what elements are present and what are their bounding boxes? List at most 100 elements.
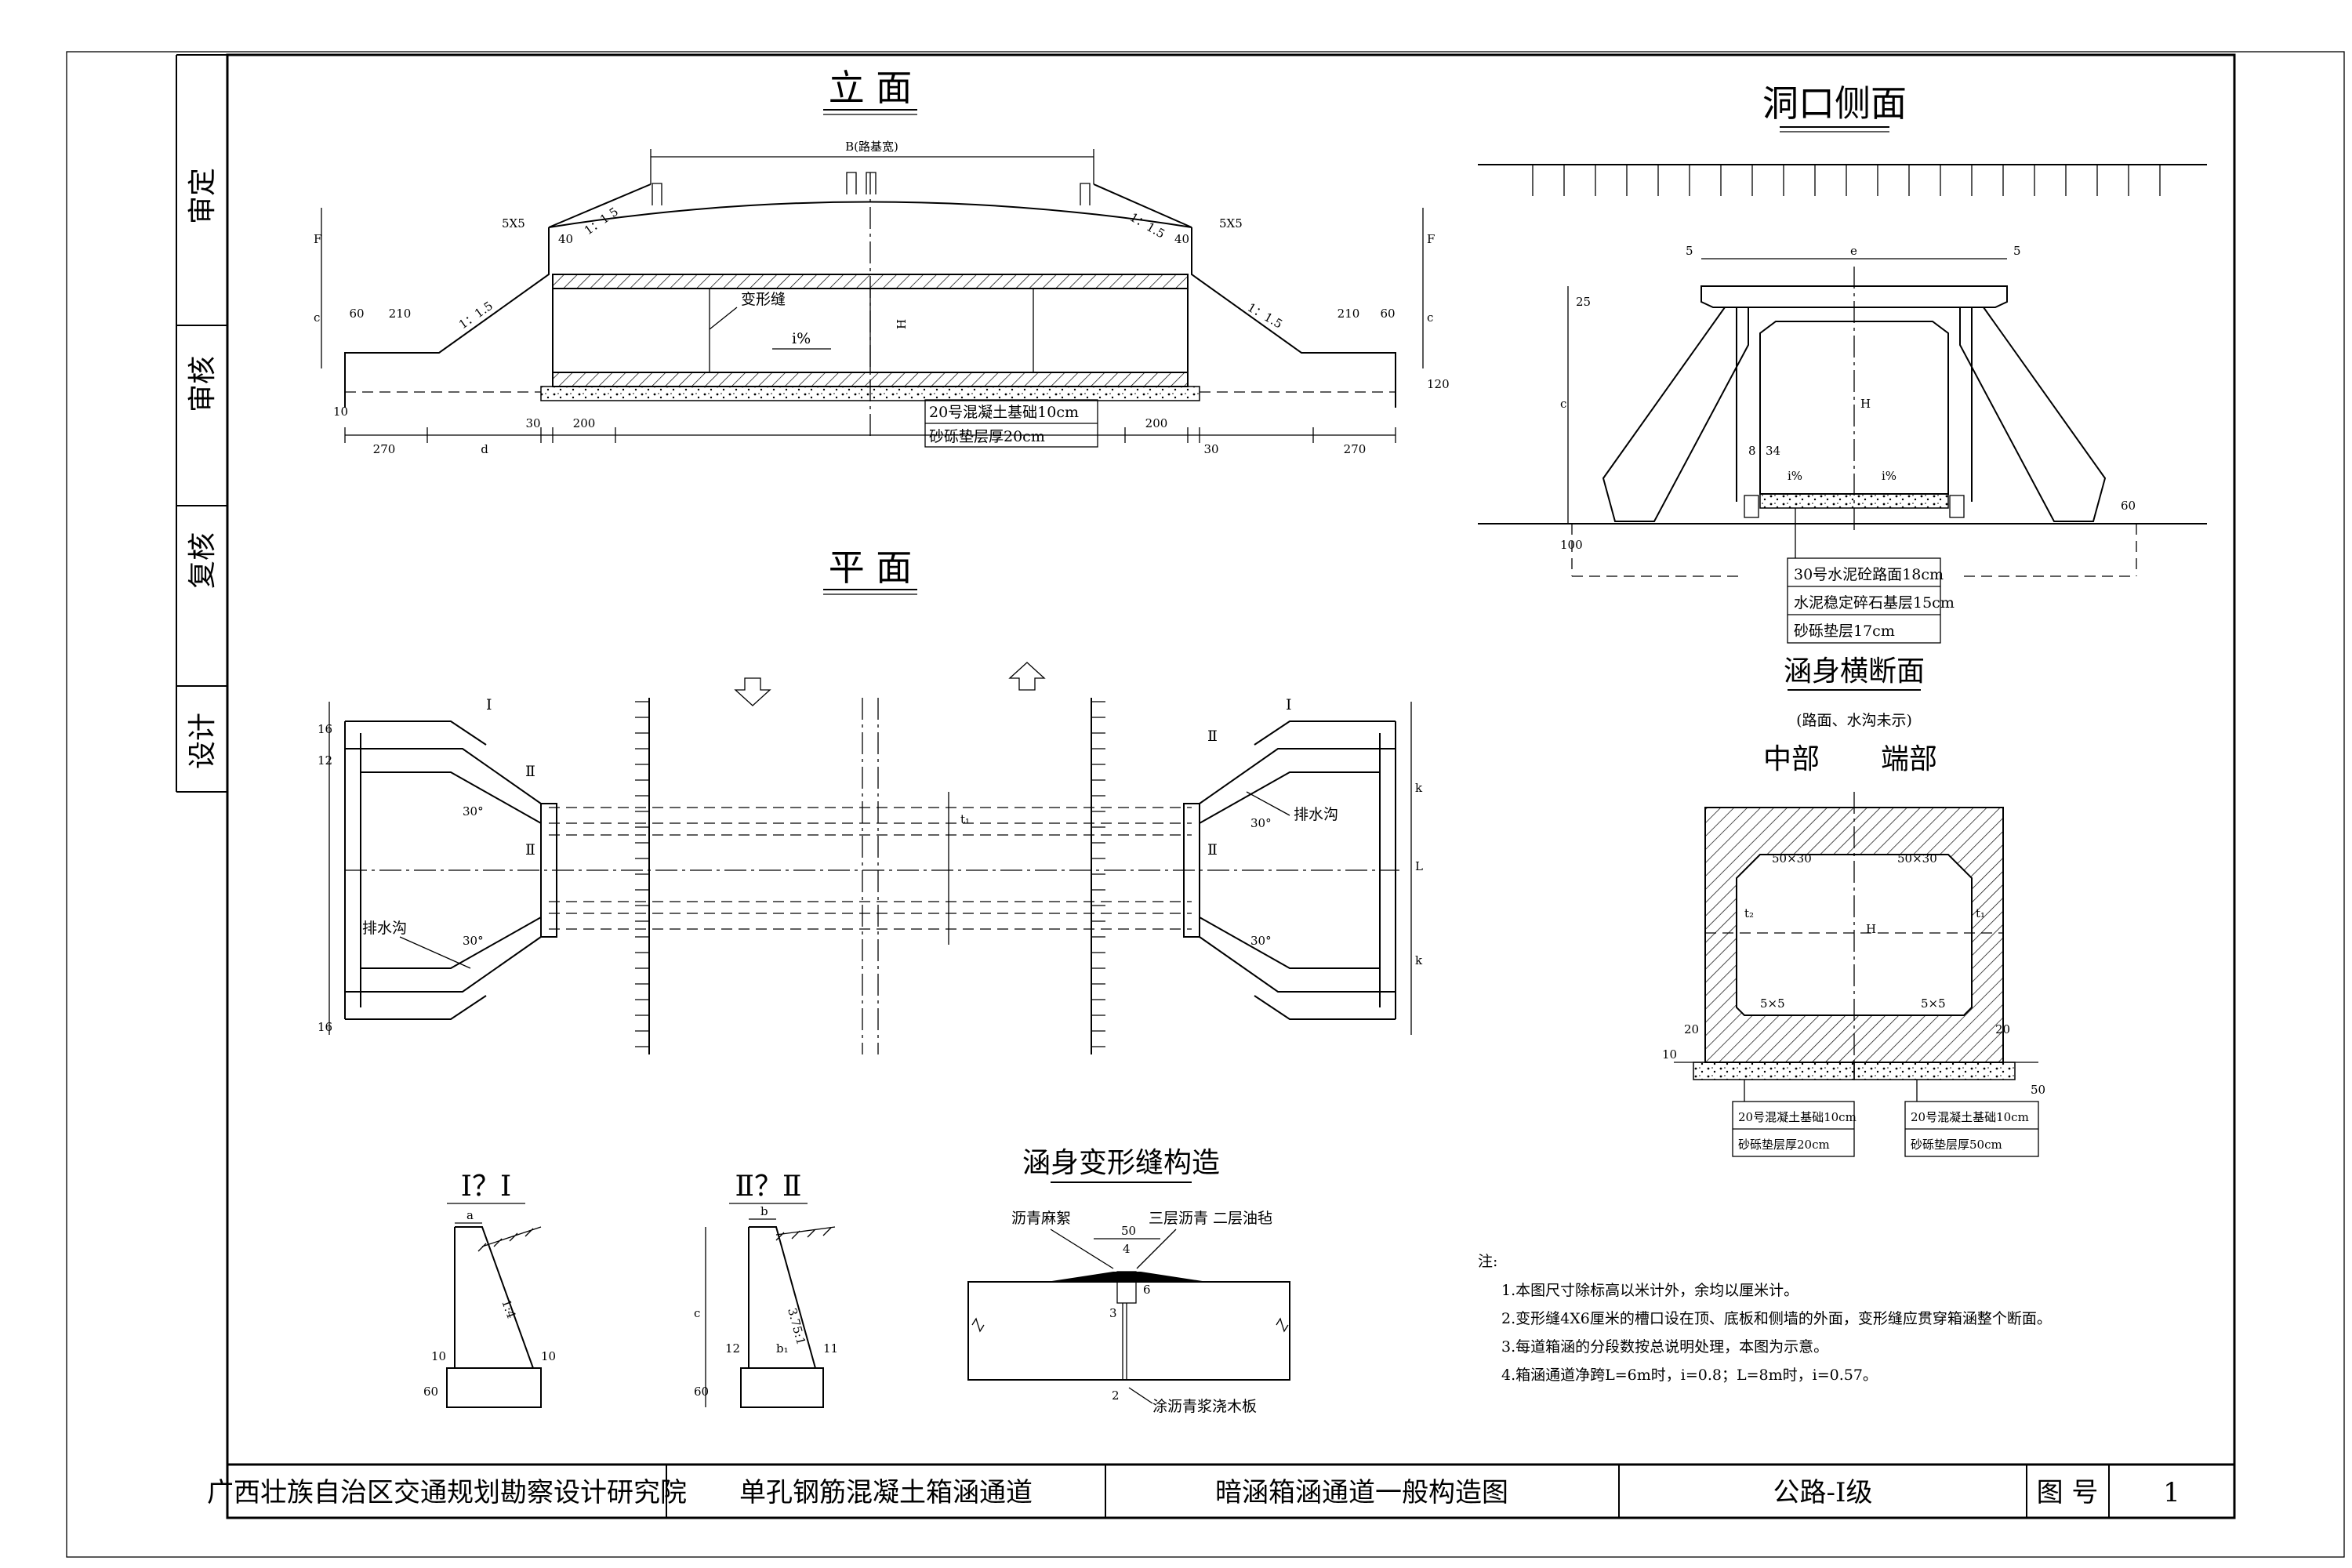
note-4: 4.箱涵通道净跨L=6m时，i=0.8；L=8m时，i=0.57。 [1501,1367,1878,1384]
layer-base: 水泥稳定碎石基层15cm [1794,594,1955,612]
project-name: 单孔钢筋混凝土箱涵通道 [739,1477,1033,1508]
dim-t2: t₂ [1744,906,1754,920]
drawing-title: 暗涵箱涵通道一般构造图 [1215,1477,1508,1508]
dim-5x5-left: 5X5 [502,216,525,230]
sec-I-left: Ⅰ [486,696,492,713]
dim-34: 34 [1766,444,1780,458]
drain-left: 排水沟 [362,920,407,937]
grade-i-left: i% [1788,469,1802,483]
svg-text:H: H [895,319,909,329]
s2-dim-b1: b₁ [776,1341,789,1356]
notes-title: 注: [1478,1253,1497,1270]
cross-end: 端部 [1881,743,1937,775]
svg-text:k: k [1415,953,1423,967]
dim-30-left: 30 [525,416,540,430]
layer-pavement: 30号水泥砼路面18cm [1794,566,1944,583]
svg-text:Ⅱ: Ⅱ [1207,728,1218,745]
svg-text:50×30: 50×30 [1897,851,1937,866]
dim-200-left: 200 [573,416,596,430]
svg-text:30°: 30° [1250,816,1272,830]
s1-slope: 1:4 [499,1298,518,1320]
s2-slope: 3.75:1 [785,1306,808,1346]
portal-side-view: 洞口侧面 5 e 5 30号水泥砼路面18cm [1478,82,2207,644]
dim-10-left: 10 [1662,1047,1677,1062]
joint-detail-view: 涵身变形缝构造 沥青麻絮 三层沥青 二层油毡 50 4 6 3 2 涂沥青浆浇木… [967,1147,1290,1415]
svg-text:c: c [1427,310,1433,325]
dim-16: 16 [318,722,332,736]
note-2: 2.变形缝4X6厘米的槽口设在顶、底板和侧墙的外面，变形缝应贯穿箱涵整个断面。 [1501,1310,2052,1327]
svg-text:5X5: 5X5 [1219,216,1243,230]
drain-right: 排水沟 [1294,806,1338,823]
s2-dim-60: 60 [694,1385,709,1399]
dim-210-left: 210 [389,307,412,321]
dim-c-left: c [314,310,320,325]
inner-border [226,53,2236,1519]
svg-text:Ⅱ: Ⅱ [1207,841,1218,858]
joint-dim-4: 4 [1123,1242,1131,1256]
note-1: 1.本图尺寸除标高以米计外，余均以厘米计。 [1501,1282,1798,1299]
svg-text:16: 16 [318,1020,332,1034]
svg-text:210: 210 [1338,307,1360,321]
svg-text:5: 5 [2013,244,2021,258]
joint-title: 涵身变形缝构造 [1022,1147,1220,1179]
dim-L: L [1415,859,1423,873]
s2-dim-c: c [694,1306,700,1320]
section-2-title: Ⅱ？Ⅱ [735,1171,802,1203]
s2-dim-12: 12 [725,1341,740,1356]
cross-section-view: 涵身横断面 (路面、水沟未示) 中部 端部 50×30 50×30 5×5 5×… [1662,655,2045,1157]
load-grade: 公路-Ⅰ级 [1773,1477,1873,1508]
svg-text:F: F [1427,232,1435,246]
joint-label-left: 沥青麻絮 [1011,1210,1071,1227]
title-block: 广西壮族自治区交通规划勘察设计研究院 单孔钢筋混凝土箱涵通道 暗涵箱涵通道一般构… [207,1463,2234,1518]
dim-30-right: 30 [1203,442,1218,456]
dim-25: 25 [1576,295,1591,309]
section-1-view: Ⅰ？Ⅰ a 1:4 10 10 60 [423,1171,556,1408]
dim-f-left: F [314,232,321,246]
svg-text:Ⅱ: Ⅱ [525,841,535,858]
dim-c-portal: c [1560,397,1566,411]
sign-approve: 审定 [187,168,219,224]
s1-dim-a: a [466,1208,474,1222]
dim-H-cross: H [1866,922,1876,936]
dim-d: d [481,442,488,456]
grade-i-right: i% [1882,469,1896,483]
section-2-view: Ⅱ？Ⅱ b c 3.75:1 12 b₁ 11 60 [694,1171,838,1408]
joint-dim-50: 50 [1121,1224,1136,1238]
layer-cushion: 砂砾垫层17cm [1794,622,1895,640]
dim-t1: t₁ [960,812,970,826]
joint-dim-6: 6 [1143,1283,1151,1297]
note-3: 3.每道箱涵的分段数按总说明处理，本图为示意。 [1501,1338,1828,1356]
dim-20-left: 20 [1684,1022,1699,1036]
chamfer-bot: 5×5 [1760,996,1785,1011]
dim-5-left: 5 [1686,244,1693,258]
outer-border [66,51,2345,1558]
dim-10: 10 [333,405,348,419]
dim-k: k [1415,781,1423,795]
joint-dim-2: 2 [1112,1388,1120,1403]
base-concrete-label: 20号混凝土基础10cm [929,404,1079,421]
dim-270-left: 270 [373,442,396,456]
dim-8-left: 8 [1748,444,1756,458]
dim-50-cross: 50 [2031,1083,2045,1097]
joint-label-bottom: 涂沥青浆浇木板 [1152,1398,1257,1415]
dim-200-right: 200 [1145,416,1168,430]
svg-text:20: 20 [1995,1022,2010,1036]
cross-mid: 中部 [1763,743,1820,775]
base-gravel-label: 砂砾垫层厚20cm [929,428,1045,445]
section-1-title: Ⅰ？Ⅰ [461,1171,511,1203]
grade-label: i% [792,330,811,347]
svg-text:40: 40 [1174,232,1189,246]
plan-title: 平 面 [829,546,913,589]
notes: 注: 1.本图尺寸除标高以米计外，余均以厘米计。 2.变形缝4X6厘米的槽口设在… [1478,1253,2052,1384]
svg-text:30°: 30° [1250,934,1272,948]
chamfer-top: 50×30 [1772,851,1812,866]
drawing-no: 1 [2163,1477,2180,1508]
s2-dim-11: 11 [823,1341,838,1356]
plan-view: 平 面 [318,546,1423,1054]
svg-text:30°: 30° [463,934,484,948]
joint-label: 变形缝 [741,291,786,308]
dim-120: 120 [1427,377,1450,391]
b-width-label: B(路基宽) [845,140,898,154]
joint-dim-3: 3 [1109,1306,1117,1320]
